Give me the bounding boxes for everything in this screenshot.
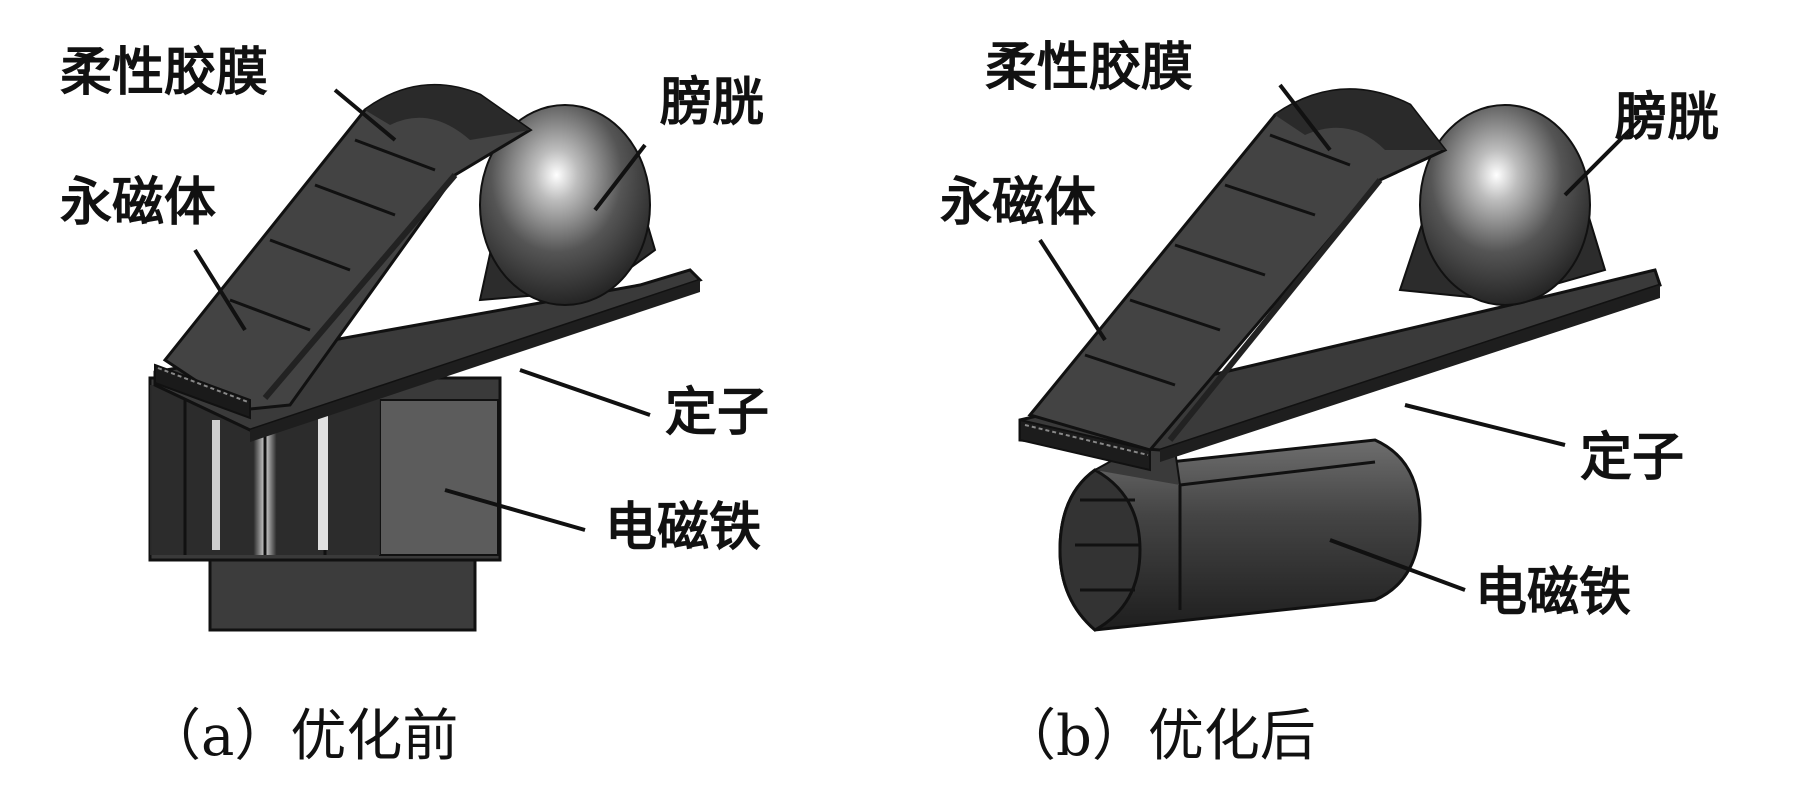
leader-membrane-a [333,88,397,142]
label-electromagnet-a: 电磁铁 [605,498,761,558]
label-stator-b: 定子 [1580,428,1684,488]
caption-b: （b）优化后 [1000,704,1316,769]
label-bladder-a: 膀胱 [660,73,764,133]
leader-electromagnet-b [1329,538,1466,592]
leader-bladder-b [1563,118,1642,197]
label-membrane-a: 柔性胶膜 [60,43,268,103]
label-magnet-a: 永磁体 [60,173,216,233]
leader-magnet-b [1038,238,1107,342]
leader-membrane-b [1278,83,1332,152]
membrane-a [154,83,533,420]
leader-bladder-a [593,143,647,212]
label-membrane-b: 柔性胶膜 [985,38,1193,98]
electromagnet-b [1058,438,1422,632]
bladder-a [478,104,657,306]
label-stator-a: 定子 [665,383,769,443]
caption-a: （a）优化前 [145,704,458,769]
leader-electromagnet-a [444,488,586,532]
bladder-b [1398,104,1607,306]
panel-a: 柔性胶膜 膀胱 永磁体 定子 电磁铁 （a）优化前 [60,43,769,769]
label-electromagnet-b: 电磁铁 [1475,563,1631,623]
panel-b: 柔性胶膜 膀胱 永磁体 定子 电磁铁 （b）优化后 [940,38,1719,769]
label-bladder-b: 膀胱 [1615,88,1719,148]
electromagnet-a [148,376,502,632]
membrane-b [1027,88,1448,452]
leader-stator-b [1404,403,1566,447]
label-magnet-b: 永磁体 [940,173,1096,233]
leader-stator-a [519,368,651,417]
leader-magnet-a [193,248,247,332]
